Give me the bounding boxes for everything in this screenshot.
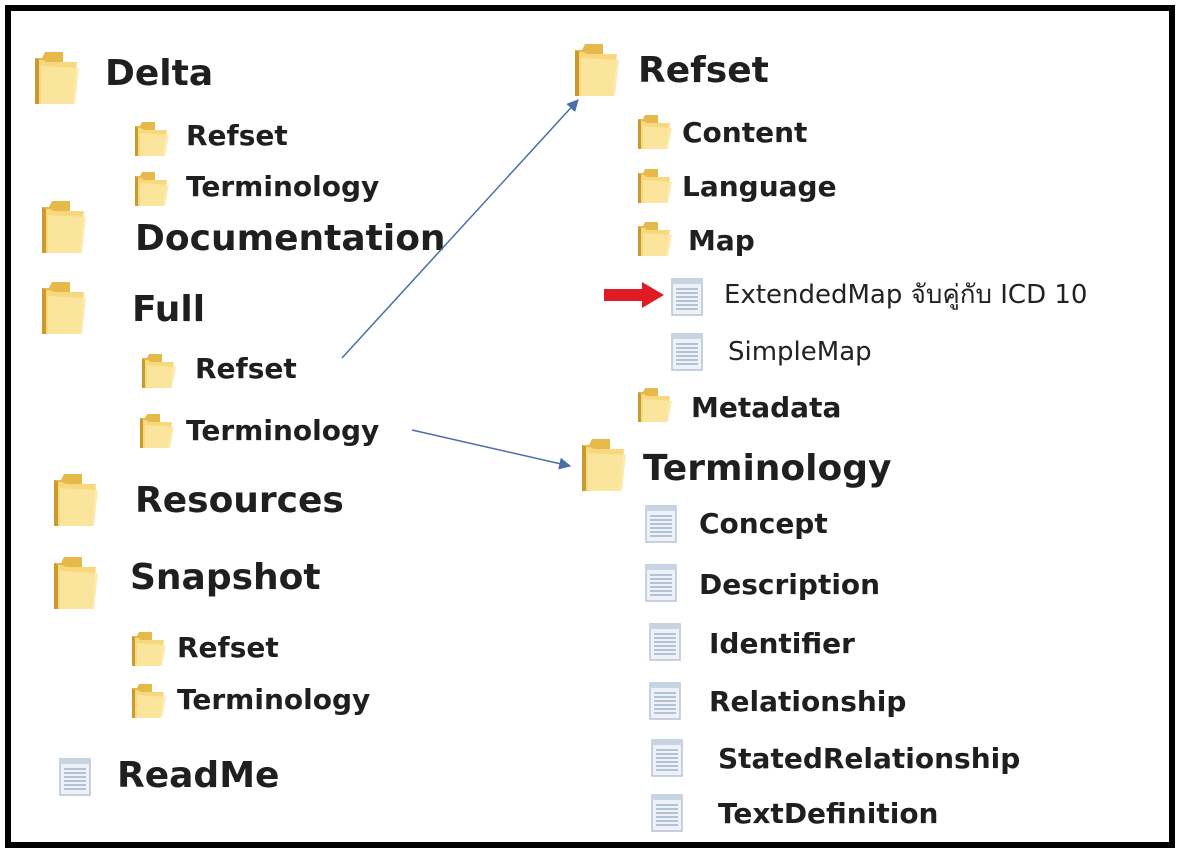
folder-label-language: Language — [682, 170, 837, 203]
folder-label-snapshot-refset: Refset — [177, 631, 279, 664]
file-label-simple-map: SimpleMap — [728, 337, 872, 367]
folder-label-delta: Delta — [105, 53, 214, 94]
folder-label-full-refset: Refset — [195, 352, 297, 385]
folder-label-map: Map — [688, 224, 755, 257]
connector-arrow-full-refset-to-refset — [341, 99, 579, 359]
folder-label-metadata: Metadata — [691, 391, 842, 424]
folder-label-delta-terminology: Terminology — [186, 170, 380, 203]
folder-label-snapshot-terminology: Terminology — [177, 683, 371, 716]
file-label-extended-map: ExtendedMap จับคู่กับ ICD 10 — [724, 280, 1088, 310]
file-label-stated-relationship: StatedRelationship — [718, 742, 1021, 775]
folder-label-documentation: Documentation — [135, 218, 446, 259]
folder-label-refset: Refset — [638, 50, 769, 91]
folder-label-terminology: Terminology — [643, 448, 892, 489]
right-arrow-icon — [604, 282, 664, 308]
file-label-description: Description — [699, 568, 881, 601]
file-label-identifier: Identifier — [709, 627, 855, 660]
folder-label-full: Full — [132, 289, 206, 330]
folder-label-delta-refset: Refset — [186, 119, 288, 152]
connector-arrow-full-terminology-to-terminology — [411, 429, 572, 470]
folder-label-resources: Resources — [135, 480, 344, 521]
file-label-concept: Concept — [699, 507, 828, 540]
folder-label-snapshot: Snapshot — [130, 557, 321, 598]
folder-label-content: Content — [682, 116, 808, 149]
file-label-text-definition: TextDefinition — [718, 797, 939, 830]
file-label-relationship: Relationship — [709, 685, 907, 718]
folder-label-full-terminology: Terminology — [186, 414, 380, 447]
file-label-readme: ReadMe — [117, 755, 280, 796]
diagram-frame — [5, 5, 1175, 848]
